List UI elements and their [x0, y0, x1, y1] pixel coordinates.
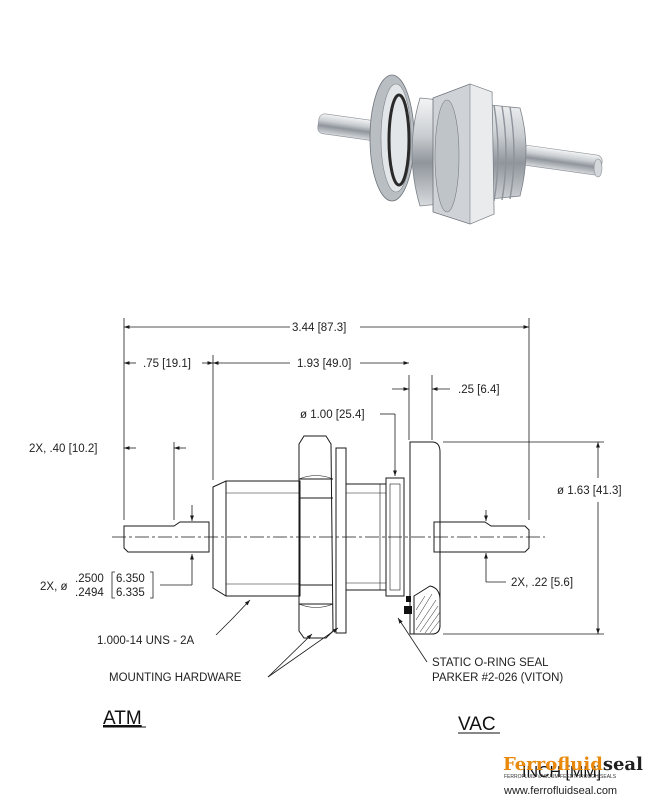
units-label: INCH [MM] — [522, 764, 601, 781]
brand-part2: seal — [603, 754, 643, 775]
flat-length-label: 2X, .40 [10.2] — [29, 443, 97, 455]
dimension-lines — [123, 318, 604, 678]
atm-shaft-length-label: .75 [19.1] — [143, 358, 191, 370]
body-length-label: 1.93 [49.0] — [297, 358, 351, 370]
technical-drawing — [112, 435, 545, 639]
o-ring — [404, 606, 412, 614]
mounting-hardware-callout: MOUNTING HARDWARE — [109, 672, 242, 684]
ferrofluidseal-watermark: Ferrofluidseal FERROFLUID VACUUM FEEDTHR… — [503, 754, 643, 797]
thread-callout: 1.000-14 UNS - 2A — [97, 635, 194, 647]
shaft-dia-max-mm: 6.350 — [116, 573, 145, 585]
brand-part1: Ferrofluid — [503, 754, 603, 775]
shaft-dia-prefix: 2X, ø — [40, 581, 67, 593]
brand-tagline: FERROFLUID VACUUM FEEDTHROUGH SEALS — [504, 774, 617, 780]
flat-depth-label: 2X, .22 [5.6] — [511, 577, 573, 589]
vac-side-label: VAC — [458, 714, 496, 735]
oring-callout-line2: PARKER #2-026 (VITON) — [432, 672, 563, 684]
shaft-dia-min-mm: 6.335 — [116, 587, 145, 599]
oring-callout-line1: STATIC O-RING SEAL — [432, 657, 549, 669]
overall-length-label: 3.44 [87.3] — [292, 322, 346, 334]
shaft-dia-mm-bracket — [111, 571, 154, 599]
shaft-dia-max-in: .2500 — [75, 573, 104, 585]
atm-shaft — [123, 521, 210, 553]
brand-url: www.ferrofluidseal.com — [503, 785, 617, 797]
pilot — [385, 477, 405, 597]
vac-shaft — [433, 521, 530, 553]
svg-text:Ferrofluidseal: Ferrofluidseal — [503, 754, 643, 775]
flange-diameter-label: ø 1.63 [41.3] — [557, 485, 622, 497]
shaft-dia-min-in: .2494 — [75, 587, 104, 599]
atm-side-label: ATM — [103, 708, 142, 729]
pilot-diameter-label: ø 1.00 [25.4] — [300, 409, 365, 421]
ferrofluid-seal-render — [317, 74, 603, 225]
lock-washer — [335, 447, 347, 634]
flange-thickness-label: .25 [6.4] — [458, 384, 500, 396]
